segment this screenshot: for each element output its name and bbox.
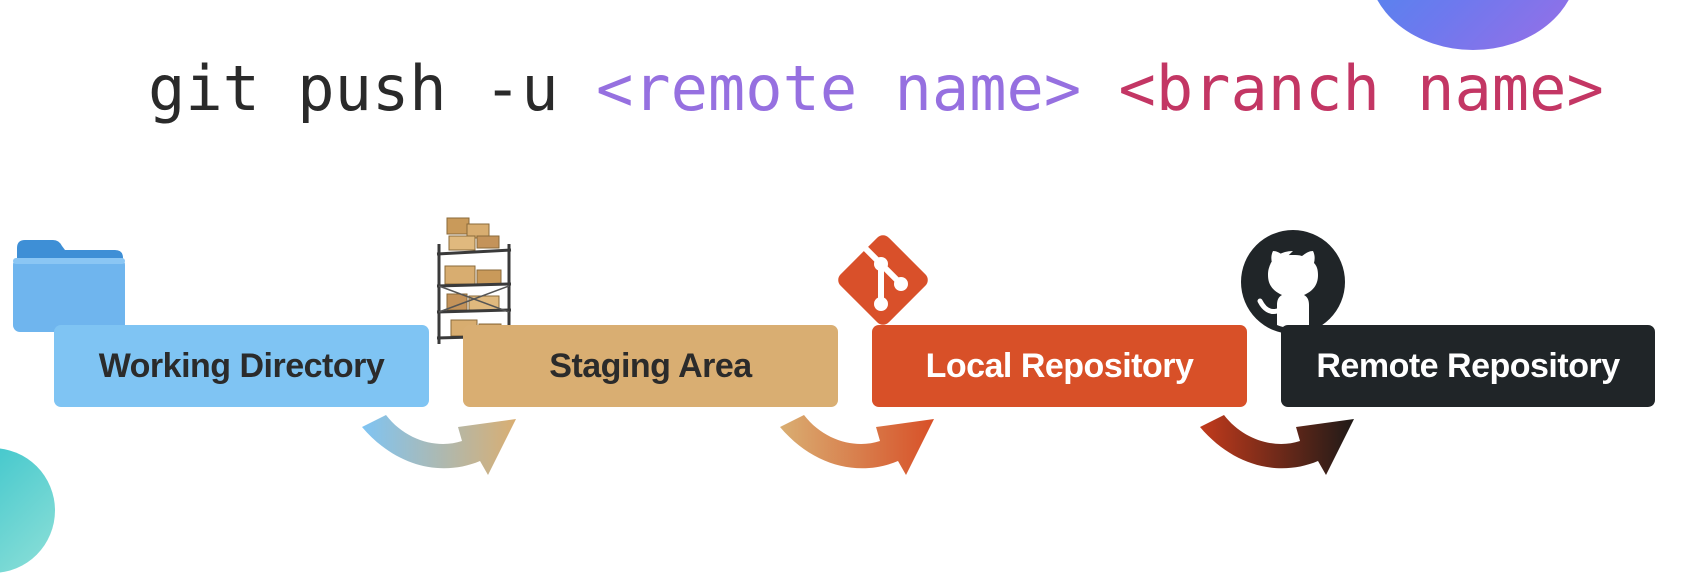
- local-repository-label: Local Repository: [925, 346, 1194, 385]
- arrow-staging-to-local: [780, 415, 934, 475]
- folder-icon: [13, 240, 125, 332]
- working-directory-box: Working Directory: [54, 325, 429, 407]
- staging-area-label: Staging Area: [549, 346, 752, 385]
- warehouse-shelf-icon: [436, 217, 512, 344]
- staging-area-box: Staging Area: [463, 325, 838, 407]
- local-repository-box: Local Repository: [872, 325, 1247, 407]
- git-push-command: git push -u <remote name> <branch name>: [148, 52, 1604, 125]
- remote-name-placeholder: <remote name>: [595, 52, 1082, 125]
- remote-repository-label: Remote Repository: [1316, 346, 1620, 385]
- working-directory-label: Working Directory: [98, 346, 385, 385]
- decorative-blob-bottom: [0, 448, 55, 573]
- github-logo-icon: [1241, 230, 1345, 334]
- arrow-local-to-remote: [1200, 415, 1354, 475]
- command-space: [1081, 52, 1118, 125]
- branch-name-placeholder: <branch name>: [1118, 52, 1604, 125]
- command-base: git push -u: [148, 52, 596, 125]
- arrow-working-to-staging: [362, 415, 516, 475]
- remote-repository-box: Remote Repository: [1281, 325, 1655, 407]
- decorative-blob-top: [1368, 0, 1578, 50]
- git-logo-icon: [838, 235, 928, 325]
